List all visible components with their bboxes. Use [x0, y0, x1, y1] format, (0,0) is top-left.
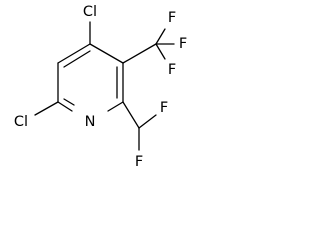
- nitrogen-atom: N: [85, 114, 96, 130]
- bond-ring-c5-c4: [57, 43, 91, 64]
- bond-c6-cl: [34, 101, 59, 116]
- fluorine-atom-chf2-top: F: [160, 100, 168, 116]
- chlorine-atom-top: Cl: [83, 4, 97, 20]
- structure-canvas: Cl Cl N F F F F F: [0, 0, 195, 178]
- bond-ring-c5-c4-inner: [63, 50, 91, 68]
- bond-ring-c2-n: [107, 101, 124, 112]
- bond-c3-cf3: [122, 43, 157, 64]
- bond-cf3-f-bottom: [155, 43, 166, 60]
- molecule-structure: Cl Cl N F F F F F: [14, 4, 187, 170]
- bond-c2-chf2: [122, 101, 140, 129]
- fluorine-atom-chf2-bottom: F: [135, 154, 143, 170]
- bond-cf3-f-top: [155, 28, 166, 45]
- bond-chf2-f-top: [138, 114, 157, 129]
- bond-ring-n-c6: [57, 101, 73, 112]
- fluorine-atom-cf3-top: F: [168, 10, 176, 26]
- bond-ring-n-c6-inner: [63, 98, 75, 106]
- chlorine-atom-left: Cl: [14, 114, 28, 130]
- fluorine-atom-cf3-right: F: [179, 36, 187, 52]
- fluorine-atom-cf3-bottom: F: [168, 62, 176, 78]
- bond-ring-c4-c3: [89, 43, 124, 64]
